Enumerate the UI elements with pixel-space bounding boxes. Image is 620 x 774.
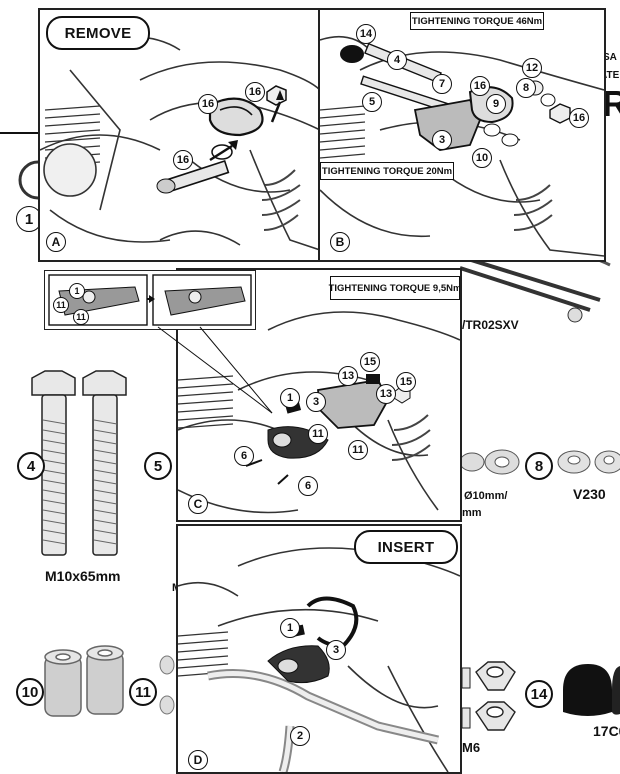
edge-text-2: ATE	[600, 70, 620, 81]
panel-a-letter: A	[46, 232, 66, 252]
panel-a-callout-16-nut: 16	[245, 82, 265, 102]
inset-pointer-lines	[157, 326, 273, 414]
step-number-1: 1	[16, 206, 42, 232]
panel-d-callout-2: 2	[290, 726, 310, 746]
panel-a-callout-16-bolt: 16	[173, 150, 193, 170]
panel-b-drawing	[320, 35, 604, 257]
inset-callout-11-b: 11	[73, 309, 89, 325]
panel-c-callout-15-top: 15	[360, 352, 380, 372]
panel-b-callout-8: 8	[516, 78, 536, 98]
nut-size-label: M6	[462, 740, 481, 755]
panel-a-callout-16-loop: 16	[198, 94, 218, 114]
panel-b-callout-5: 5	[362, 92, 382, 112]
torque-9-5nm-label: TIGHTENING TORQUE 9,5Nm	[329, 276, 460, 300]
panel-b-callout-10: 10	[472, 148, 492, 168]
edge-text-3: R	[602, 83, 620, 124]
torque-20nm-label: TIGHTENING TORQUE 20Nm	[320, 162, 454, 180]
panel-c-callout-1: 1	[280, 388, 300, 408]
part-8-label: V230	[573, 486, 606, 502]
panel-c-callout-6-right: 6	[298, 476, 318, 496]
part-10-badge: 10	[16, 678, 44, 706]
inset-callout-11-a: 11	[53, 297, 69, 313]
part-14-label: 17C0	[593, 723, 620, 739]
panel-b-callout-16-nut: 16	[569, 108, 589, 128]
edge-text-1: SA	[603, 52, 617, 63]
panel-d-callout-1: 1	[280, 618, 300, 638]
panel-b-callout-12: 12	[522, 58, 542, 78]
panel-c-callout-13-top: 13	[338, 366, 358, 386]
part-14-badge: 14	[525, 680, 553, 708]
panel-c-callout-6-left: 6	[234, 446, 254, 466]
panel-b-install: TIGHTENING TORQUE 46Nm TIGHTENING TORQUE…	[318, 8, 606, 262]
panel-c-callout-15-bottom: 15	[396, 372, 416, 392]
panel-b-callout-14: 14	[356, 24, 376, 44]
washer-size-label-2: mm	[462, 507, 482, 519]
panel-a-remove: REMOVE 16 16 16 16 A	[38, 8, 322, 262]
part-5-badge: 5	[144, 452, 172, 480]
panel-d-callout-3: 3	[326, 640, 346, 660]
panel-b-callout-7: 7	[432, 74, 452, 94]
torque-46nm-label: TIGHTENING TORQUE 46Nm	[410, 12, 544, 30]
panel-d-letter: D	[188, 750, 208, 770]
panel-c-inset: 1 11 11	[44, 270, 256, 330]
part-4-badge: 4	[17, 452, 45, 480]
panel-c-inset-drawing	[48, 274, 252, 326]
part-8-badge: 8	[525, 452, 553, 480]
panel-a-drawing	[40, 35, 320, 251]
washer-size-label: Ø10mm/	[464, 490, 508, 502]
panel-b-letter: B	[330, 232, 350, 252]
panel-b-callout-3: 3	[432, 130, 452, 150]
model-code-text: /TR02SXV	[462, 318, 519, 332]
panel-c-callout-3: 3	[306, 392, 326, 412]
remove-banner: REMOVE	[46, 16, 150, 50]
panel-d-drawing	[178, 547, 460, 772]
panel-c-callout-11-left: 11	[308, 424, 328, 444]
part-11-badge: 11	[129, 678, 157, 706]
inset-callout-1: 1	[69, 283, 85, 299]
panel-b-callout-16-loop: 16	[470, 76, 490, 96]
panel-b-callout-9: 9	[486, 94, 506, 114]
panel-c-letter: C	[188, 494, 208, 514]
panel-c-callout-11-right: 11	[348, 440, 368, 460]
insert-banner: INSERT	[354, 530, 458, 564]
panel-d-insert: INSERT 1 3 2 D	[176, 524, 462, 774]
part-4-size-label: M10x65mm	[45, 568, 121, 584]
panel-b-callout-4: 4	[387, 50, 407, 70]
panel-c-callout-13-bottom: 13	[376, 384, 396, 404]
